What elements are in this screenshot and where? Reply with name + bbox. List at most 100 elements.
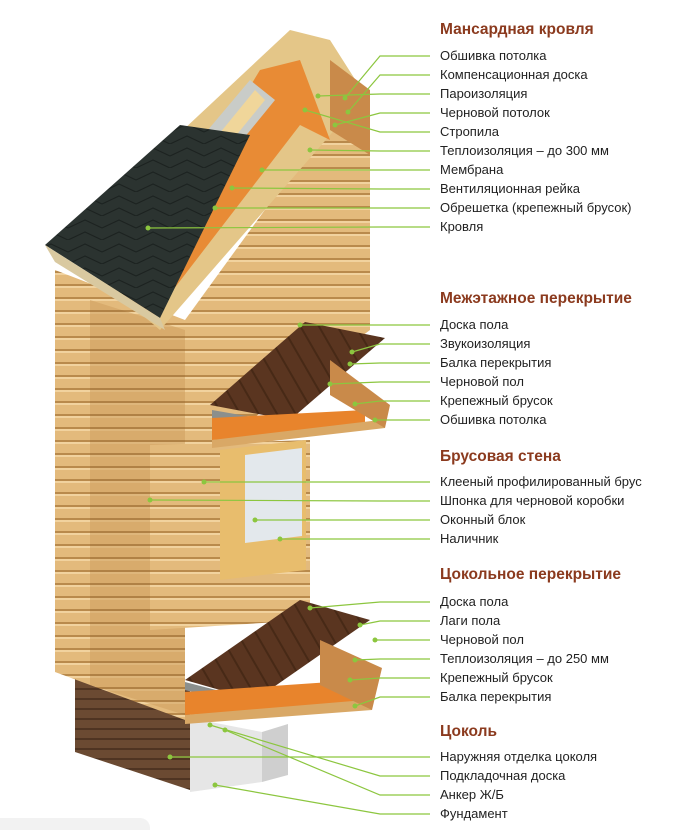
leader-line <box>354 400 430 405</box>
label-roof-insulation: Теплоизоляция – до 300 мм <box>440 143 609 158</box>
leader-dot <box>352 657 358 663</box>
label-membrane: Мембрана <box>440 162 504 177</box>
leader-dot <box>349 349 355 355</box>
window-glass <box>245 448 302 543</box>
label-foundation: Фундамент <box>440 806 508 821</box>
roof-shingles <box>45 125 250 318</box>
leader-dot <box>372 417 378 423</box>
leader-line <box>224 729 430 796</box>
leader-dot <box>207 722 213 728</box>
label-interfloor-ceiling-lining: Обшивка потолка <box>440 412 547 427</box>
label-trim: Наличник <box>440 531 499 546</box>
label-ground-mounting-bar: Крепежный брусок <box>440 670 553 685</box>
leader-dot <box>345 109 351 115</box>
leader-line <box>309 601 430 609</box>
interfloor-edge <box>330 360 390 428</box>
foundation-side <box>262 724 288 782</box>
label-roof-battens: Обрешетка (крепежный брусок) <box>440 200 632 215</box>
leader-dot <box>347 361 353 367</box>
gable-wall <box>185 100 370 470</box>
leader-dot <box>259 167 265 173</box>
label-ground-insulation: Теплоизоляция – до 250 мм <box>440 651 609 666</box>
section-title-mansard-roof: Мансардная кровля <box>440 21 594 38</box>
leader-line <box>304 109 430 133</box>
leader-dot <box>147 497 153 503</box>
leader-dot <box>352 703 358 709</box>
leader-dot <box>347 677 353 683</box>
leader-line <box>354 696 430 707</box>
leader-line <box>349 677 430 681</box>
label-interfloor-beam: Балка перекрытия <box>440 355 552 370</box>
label-compensation-board: Компенсационная доска <box>440 67 588 82</box>
leader-dot <box>229 185 235 191</box>
label-glued-profiled-beam: Клееный профилированный брус <box>440 474 642 489</box>
leader-dot <box>352 401 358 407</box>
label-sound-insulation: Звукоизоляция <box>440 336 531 351</box>
label-frame-key: Шпонка для черновой коробки <box>440 493 625 508</box>
leader-dot <box>212 205 218 211</box>
label-ground-beam: Балка перекрытия <box>440 689 552 704</box>
section-title-log-wall: Брусовая стена <box>440 448 561 465</box>
leader-dot <box>167 754 173 760</box>
label-floor-joists: Лаги пола <box>440 613 501 628</box>
ground-floorboards <box>185 600 370 700</box>
interfloor-floorboards <box>210 322 385 420</box>
roof-fascia <box>45 245 165 330</box>
leader-line <box>347 74 430 113</box>
leader-line <box>351 343 430 353</box>
interfloor-insulation <box>212 410 365 440</box>
leader-dot <box>212 782 218 788</box>
ground-edge <box>320 640 382 710</box>
section-title-interfloor-slab: Межэтажное перекрытие <box>440 290 632 307</box>
leader-line <box>231 187 430 190</box>
label-plinth-cladding: Наружняя отделка цоколя <box>440 749 598 764</box>
label-rough-ceiling: Черновой потолок <box>440 105 550 120</box>
leader-dot <box>315 93 321 99</box>
label-ground-floorboard: Доска пола <box>440 594 509 609</box>
section-title-plinth: Цоколь <box>440 723 497 740</box>
leader-dot <box>332 122 338 128</box>
leader-line <box>349 362 430 365</box>
ground-beams <box>185 700 372 724</box>
leader-line <box>359 620 430 626</box>
leader-line <box>344 55 430 99</box>
label-sill-board: Подкладочная доска <box>440 768 566 783</box>
leader-dot <box>307 605 313 611</box>
leader-line <box>354 658 430 661</box>
label-interfloor-floorboard: Доска пола <box>440 317 509 332</box>
leader-lines <box>145 55 430 815</box>
label-interfloor-subfloor: Черновой пол <box>440 374 524 389</box>
leader-dot <box>297 322 303 328</box>
leader-dot <box>222 727 228 733</box>
label-ventilation-batten: Вентиляционная рейка <box>440 181 581 196</box>
section-title-basement-slab: Цокольное перекрытие <box>440 566 622 583</box>
leader-dot <box>145 225 151 231</box>
leader-line <box>214 784 430 815</box>
leader-dot <box>342 95 348 101</box>
leader-dot <box>307 147 313 153</box>
label-ground-subfloor: Черновой пол <box>440 632 524 647</box>
leader-dot <box>327 381 333 387</box>
leader-dot <box>252 517 258 523</box>
interfloor-beams <box>212 420 385 448</box>
leader-dot <box>277 536 283 542</box>
corner-badge <box>0 818 150 830</box>
leader-line <box>149 499 430 502</box>
label-rafters: Стропила <box>440 124 499 139</box>
label-roofing: Кровля <box>440 219 484 234</box>
leader-line <box>334 112 430 126</box>
roof-ridge-board <box>330 60 370 155</box>
leader-dot <box>201 479 207 485</box>
label-interfloor-mounting-bar: Крепежный брусок <box>440 393 553 408</box>
leader-dot <box>372 637 378 643</box>
leader-line <box>329 381 430 385</box>
label-vapor-barrier: Пароизоляция <box>440 86 528 101</box>
foundation-block <box>190 718 262 792</box>
leader-dot <box>357 622 363 628</box>
leader-line <box>309 149 430 152</box>
label-ceiling-lining: Обшивка потолка <box>440 48 547 63</box>
label-concrete-anchor: Анкер Ж/Б <box>440 787 504 802</box>
leader-line <box>209 724 430 777</box>
